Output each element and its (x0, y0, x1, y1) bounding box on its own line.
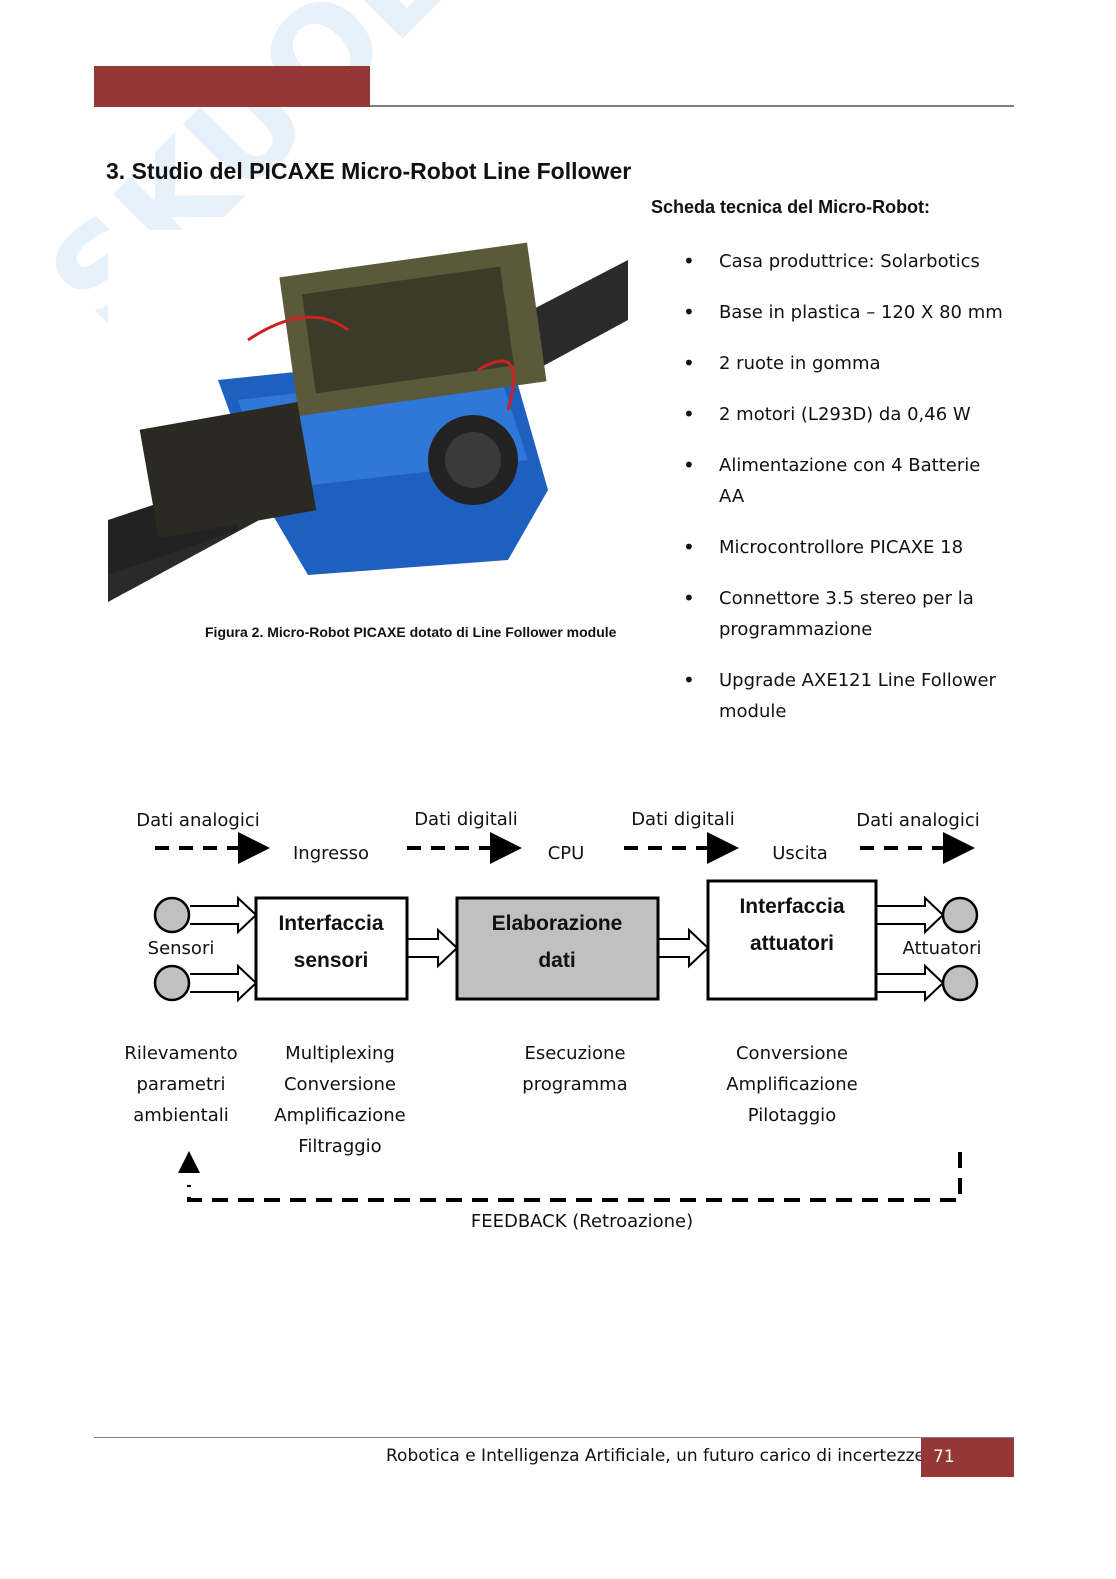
flow-arrow (659, 927, 710, 969)
spec-item: 2 ruote in gomma (683, 348, 1023, 379)
robot-photo (108, 230, 628, 602)
spec-item: Alimentazione con 4 Batterie AA (683, 450, 1023, 512)
flow-arrow (877, 895, 945, 935)
flow-arrow (190, 963, 258, 1003)
spec-item: 2 motori (L293D) da 0,46 W (683, 399, 1023, 430)
header-rule (370, 105, 1014, 107)
spec-item: Microcontrollore PICAXE 18 (683, 532, 1023, 563)
page-number: 71 (921, 1438, 1014, 1477)
flow-arrow (877, 963, 945, 1003)
footer-text: Robotica e Intelligenza Artificiale, un … (386, 1446, 925, 1466)
specs-list: Casa produttrice: Solarbotics Base in pl… (683, 246, 1023, 747)
stage-label: Uscita (772, 843, 828, 864)
footer-rule (94, 1437, 1014, 1438)
flow-arrow (190, 895, 258, 935)
spec-item: Upgrade AXE121 Line Follower module (683, 665, 1023, 727)
actuator-node (941, 964, 979, 1002)
spec-item: Base in plastica – 120 X 80 mm (683, 297, 1023, 328)
signal-label: Dati analogici (856, 810, 980, 831)
figure-caption: Figura 2. Micro-Robot PICAXE dotato di L… (205, 624, 617, 640)
signal-label: Dati digitali (631, 809, 735, 830)
block-diagram (153, 832, 979, 1202)
specs-title: Scheda tecnica del Micro-Robot: (651, 197, 931, 217)
spec-item: Casa produttrice: Solarbotics (683, 246, 1023, 277)
flow-arrow (408, 927, 459, 969)
block-data-processing (455, 896, 660, 1001)
block-actuator-interface (706, 879, 878, 1001)
actuator-node (941, 896, 979, 934)
stage-label: Ingresso (293, 843, 369, 864)
signal-label: Dati analogici (136, 810, 260, 831)
sensors-label: Sensori (147, 938, 215, 959)
sensor-node (153, 964, 191, 1002)
header-accent-bar (94, 66, 370, 107)
block-sensor-interface (254, 896, 409, 1001)
sensor-node (153, 896, 191, 934)
signal-label: Dati digitali (414, 809, 518, 830)
stage-label: CPU (547, 843, 585, 864)
section-title: 3. Studio del PICAXE Micro-Robot Line Fo… (106, 158, 632, 184)
feedback-arrowhead (178, 1151, 200, 1173)
feedback-label: FEEDBACK (Retroazione) (470, 1211, 694, 1232)
spec-item: Connettore 3.5 stereo per la programmazi… (683, 583, 1023, 645)
actuators-label: Attuatori (902, 938, 982, 959)
